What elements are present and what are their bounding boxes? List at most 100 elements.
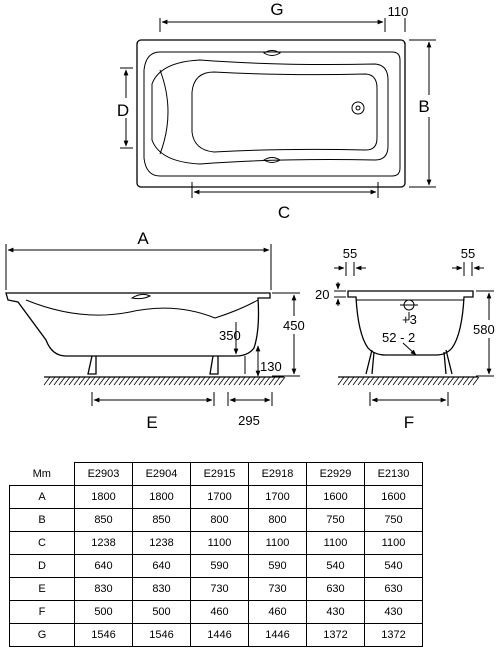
floor-hatch bbox=[417, 376, 425, 386]
floor-hatch bbox=[118, 376, 126, 386]
floor-hatch bbox=[173, 376, 181, 386]
table-cell: 1700 bbox=[190, 485, 249, 509]
column-header: E2904 bbox=[132, 462, 191, 486]
column-header: E2915 bbox=[190, 462, 249, 486]
dim-a-label: A bbox=[137, 229, 149, 248]
row-label: A bbox=[9, 485, 75, 509]
floor-hatch bbox=[427, 376, 435, 386]
floor-hatch bbox=[228, 376, 236, 386]
table-cell: 750 bbox=[306, 508, 365, 532]
tub-side-inner-curve bbox=[25, 299, 259, 319]
floor-hatch bbox=[412, 376, 420, 386]
table-cell: 500 bbox=[74, 600, 133, 624]
table-cell: 640 bbox=[132, 554, 191, 578]
table-cell: 460 bbox=[248, 600, 307, 624]
table-cell: 500 bbox=[132, 600, 191, 624]
floor-hatch bbox=[467, 376, 475, 386]
floor-hatch bbox=[392, 376, 400, 386]
side-handle bbox=[130, 293, 152, 300]
dim-e-label: E bbox=[146, 413, 157, 432]
floor-hatch bbox=[183, 376, 191, 386]
floor-hatch bbox=[223, 376, 231, 386]
table-cell: 1238 bbox=[132, 531, 191, 555]
floor-hatch bbox=[457, 376, 465, 386]
dimensions-table: Mm E2903 E2904 E2915 E2918 E2929 E2130 A… bbox=[9, 462, 423, 647]
table-cell: 830 bbox=[74, 577, 133, 601]
drain-inner-icon bbox=[355, 105, 361, 111]
row-label: B bbox=[9, 508, 75, 532]
table-cell: 1238 bbox=[74, 531, 133, 555]
dim-c-label: C bbox=[278, 203, 290, 222]
floor-hatch bbox=[362, 376, 370, 386]
column-header: E2903 bbox=[74, 462, 133, 486]
table-cell: 1446 bbox=[248, 623, 307, 647]
floor-hatch bbox=[193, 376, 201, 386]
table-cell: 850 bbox=[132, 508, 191, 532]
tub-inner-outer-top bbox=[143, 51, 401, 177]
floor-hatch bbox=[367, 376, 375, 386]
floor-hatch bbox=[462, 376, 470, 386]
floor-hatch bbox=[128, 376, 136, 386]
table-cell: 830 bbox=[132, 577, 191, 601]
table-cell: 1100 bbox=[364, 531, 423, 555]
floor-hatch bbox=[442, 376, 450, 386]
table-cell: 430 bbox=[306, 600, 365, 624]
floor-hatch bbox=[342, 376, 350, 386]
dim-f-label: F bbox=[404, 413, 414, 432]
tolerance-minus-label: 52 - 2 bbox=[382, 330, 415, 345]
table-cell: 750 bbox=[364, 508, 423, 532]
floor-hatch bbox=[58, 376, 66, 386]
side-view: A 350 450 130 E 295 bbox=[5, 229, 308, 432]
table-cell: 540 bbox=[306, 554, 365, 578]
floor-hatch bbox=[88, 376, 96, 386]
floor-hatch bbox=[213, 376, 221, 386]
table-cell: 1800 bbox=[74, 485, 133, 509]
dim-580-label: 580 bbox=[473, 322, 495, 337]
table-cell: 540 bbox=[364, 554, 423, 578]
floor-hatch bbox=[258, 376, 266, 386]
table-cell: 1600 bbox=[306, 485, 365, 509]
row-label: E bbox=[9, 577, 75, 601]
floor-hatch bbox=[188, 376, 196, 386]
table-cell: 640 bbox=[74, 554, 133, 578]
table-cell: 430 bbox=[364, 600, 423, 624]
table-cell: 1372 bbox=[364, 623, 423, 647]
table-cell: 1446 bbox=[190, 623, 249, 647]
top-view: G 110 D B C bbox=[114, 0, 436, 222]
floor-hatch bbox=[268, 376, 276, 386]
floor-hatch bbox=[352, 376, 360, 386]
floor-hatch bbox=[78, 376, 86, 386]
floor-hatch bbox=[68, 376, 76, 386]
dim-20-label: 20 bbox=[315, 287, 329, 302]
floor-hatch bbox=[397, 376, 405, 386]
floor-hatch bbox=[447, 376, 455, 386]
floor-hatch bbox=[437, 376, 445, 386]
floor-hatch bbox=[432, 376, 440, 386]
table-cell: 590 bbox=[248, 554, 307, 578]
end-view: 55 55 20 +3 52 - 2 580 bbox=[315, 246, 500, 432]
dim-350-label: 350 bbox=[219, 328, 241, 343]
row-label: D bbox=[9, 554, 75, 578]
floor-hatch bbox=[98, 376, 106, 386]
floor-hatch bbox=[203, 376, 211, 386]
dim-295-label: 295 bbox=[238, 413, 260, 428]
leg-right bbox=[209, 355, 219, 375]
floor-hatch bbox=[402, 376, 410, 386]
tub-outline-top bbox=[136, 39, 406, 188]
floor-hatch bbox=[452, 376, 460, 386]
floor-hatch bbox=[113, 376, 121, 386]
column-header: E2929 bbox=[306, 462, 365, 486]
dim-d-label: D bbox=[117, 101, 129, 120]
leg-left bbox=[87, 355, 97, 375]
floor-hatch bbox=[53, 376, 61, 386]
row-label: F bbox=[9, 600, 75, 624]
floor-hatch bbox=[253, 376, 261, 386]
floor-hatch bbox=[63, 376, 71, 386]
floor-hatch bbox=[73, 376, 81, 386]
floor-hatch bbox=[168, 376, 176, 386]
table-cell: 1100 bbox=[248, 531, 307, 555]
tub-basin-floor-top bbox=[191, 71, 378, 153]
floor-hatch bbox=[357, 376, 365, 386]
